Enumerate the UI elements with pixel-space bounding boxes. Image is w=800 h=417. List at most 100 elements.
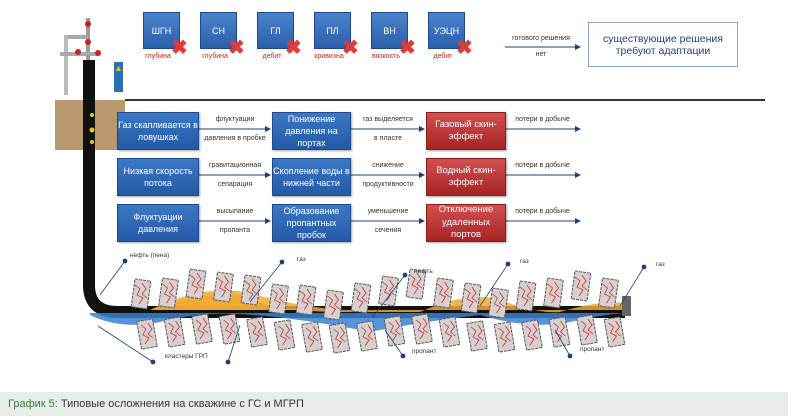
frac-pattern <box>168 320 181 343</box>
frac-pattern <box>223 317 236 340</box>
frac-cluster <box>323 289 344 321</box>
frac-cluster <box>218 313 241 345</box>
method-limitation: вязкость <box>371 53 401 60</box>
well-label-proppant2: пропант <box>580 346 605 353</box>
cause-box: Флуктуации давления <box>117 204 199 242</box>
leader-dot <box>505 261 511 267</box>
frac-pattern <box>553 320 566 343</box>
frac-cluster <box>328 322 351 354</box>
frac-cluster <box>488 287 509 319</box>
leader-dot <box>402 272 408 278</box>
wellhead-icon <box>60 18 123 95</box>
method-box: ГЛ <box>257 12 294 49</box>
arrow-label: высыпание <box>216 208 254 215</box>
leader-line <box>479 263 509 307</box>
frac-pattern <box>162 281 175 304</box>
frac-cluster <box>268 283 289 315</box>
frac-cluster <box>378 275 399 307</box>
frac-pattern <box>250 320 264 343</box>
frac-pattern <box>327 293 340 316</box>
frac-cluster <box>130 278 152 310</box>
frac-pattern <box>492 291 505 314</box>
frac-pattern <box>580 318 594 341</box>
well-label-gas3: газ <box>656 261 665 268</box>
method-box: СН <box>200 12 237 49</box>
frac-cluster <box>603 316 626 348</box>
cause-box: Газ скапливается в ловушках <box>117 112 199 150</box>
frac-pattern <box>519 284 533 307</box>
frac-cluster <box>246 316 268 348</box>
water-zone <box>90 313 625 332</box>
frac-pattern <box>470 324 484 347</box>
frac-cluster <box>350 282 372 314</box>
leader-line <box>97 325 154 363</box>
frac-cluster <box>158 277 179 309</box>
leader-line <box>99 260 126 296</box>
cross-icon: ✖ <box>399 37 416 59</box>
frac-pattern <box>195 317 209 340</box>
frac-cluster <box>295 284 317 316</box>
leader-dot <box>122 258 128 264</box>
frac-pattern <box>437 281 450 304</box>
frac-cluster <box>548 316 571 348</box>
method-box: УЭЦН <box>428 12 465 49</box>
well-end-cap <box>622 296 631 316</box>
frac-pattern <box>608 320 621 343</box>
arrow-label: флуктуации <box>215 116 255 123</box>
cross-icon: ✖ <box>342 37 359 59</box>
frac-cluster <box>301 321 323 353</box>
leader-line <box>371 274 406 319</box>
leader-dot <box>150 359 156 365</box>
arrow-label: потери в добыче <box>515 162 570 169</box>
method-limitation: глубина <box>145 53 171 60</box>
frac-cluster <box>466 320 488 352</box>
frac-cluster <box>185 268 207 300</box>
leader-dot <box>279 259 285 265</box>
frac-pattern <box>382 279 395 302</box>
frac-cluster <box>576 314 598 346</box>
caption-text: Типовые осложнения на скважине с ГС и МГ… <box>57 398 304 410</box>
well-label-clusters: кластеры ГРП <box>165 353 208 360</box>
frac-cluster <box>411 313 433 345</box>
frac-cluster <box>543 277 564 309</box>
arrow-label: потери в добыче <box>515 208 570 215</box>
cross-icon: ✖ <box>171 37 188 59</box>
frac-cluster <box>136 318 158 350</box>
frac-pattern <box>409 272 423 295</box>
effect-box: Образование пропантных пробок <box>272 204 351 242</box>
frac-pattern <box>217 275 230 298</box>
figure-caption: График 5: Типовые осложнения на скважине… <box>0 392 788 416</box>
frac-pattern <box>244 278 258 301</box>
arrow-label: снижение <box>372 162 404 169</box>
frac-pattern <box>547 281 560 304</box>
frac-cluster <box>438 316 461 348</box>
cross-icon: ✖ <box>285 37 302 59</box>
cross-icon: ✖ <box>456 37 473 59</box>
result-box: Водный скин-эффект <box>426 158 506 196</box>
frac-cluster <box>191 313 213 345</box>
frac-pattern <box>134 282 148 305</box>
effect-box: Понижение давления на портах <box>272 112 351 150</box>
leader-line <box>384 329 404 357</box>
frac-cluster <box>213 271 234 303</box>
arrow-label: газ выделяется <box>363 116 413 123</box>
frac-pattern <box>278 323 291 346</box>
frac-cluster <box>273 319 296 351</box>
well-label-oil_foam: нефть (пена) <box>130 252 170 259</box>
frac-pattern <box>415 317 429 340</box>
leader-line <box>554 329 571 357</box>
method-limitation: дебит <box>433 53 453 60</box>
method-limitation: глубина <box>202 53 228 60</box>
well-label-gas1: газ <box>297 256 306 263</box>
frac-pattern <box>574 274 588 297</box>
conclusion-box: существующие решения требуют адаптации <box>588 22 738 67</box>
frac-pattern <box>525 323 539 346</box>
frac-cluster <box>570 270 592 302</box>
arrow-label: сечения <box>374 227 402 234</box>
leader-line <box>249 261 283 303</box>
arrow-label: продуктивности <box>362 181 414 188</box>
cross-icon: ✖ <box>228 37 245 59</box>
leader-line <box>619 266 645 307</box>
leader-dot <box>400 353 406 359</box>
